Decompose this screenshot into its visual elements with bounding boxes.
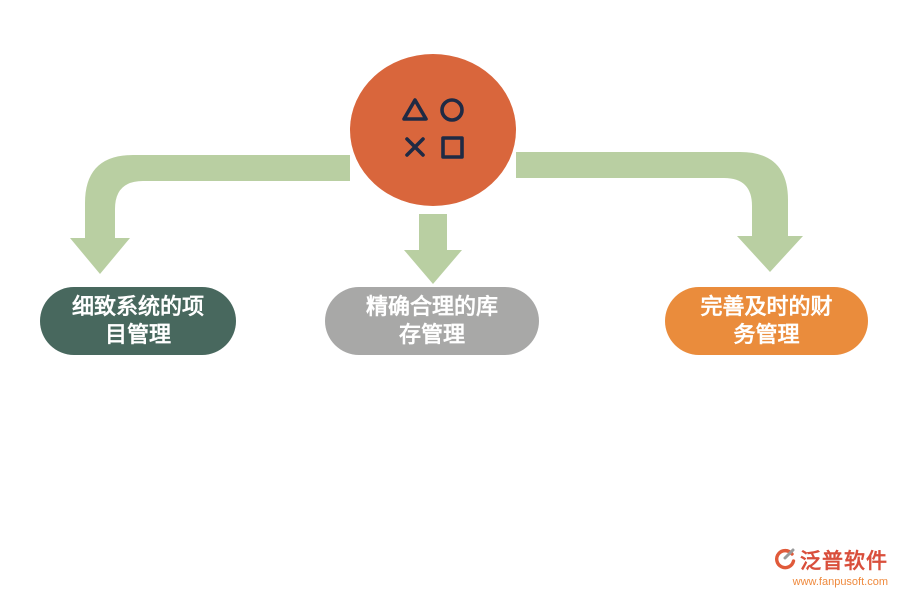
node-label: 细致系统的项目管理: [71, 293, 204, 347]
square-button-icon: [441, 136, 464, 159]
fanpu-logo-icon: [775, 548, 796, 570]
hub-ellipse: [350, 54, 516, 206]
brand-name: 泛普软件: [800, 550, 888, 573]
arrow-middle: [404, 214, 462, 284]
watermark: 泛普软件 www.fanpusoft.com: [774, 545, 888, 588]
brand-url: www.fanpusoft.com: [792, 576, 888, 588]
cross-button-icon: [405, 137, 425, 157]
node-project-management: 细致系统的项目管理: [40, 287, 236, 355]
arrow-left: [70, 155, 350, 274]
node-finance-management: 完善及时的财务管理: [665, 287, 868, 355]
circle-button-icon: [440, 98, 464, 122]
node-label: 精确合理的库存管理: [365, 293, 498, 347]
triangle-button-icon: [402, 98, 428, 121]
node-label: 完善及时的财务管理: [700, 293, 833, 347]
controller-buttons-icon: [402, 98, 464, 159]
node-inventory-management: 精确合理的库存管理: [325, 287, 539, 355]
arrow-right: [516, 152, 803, 272]
